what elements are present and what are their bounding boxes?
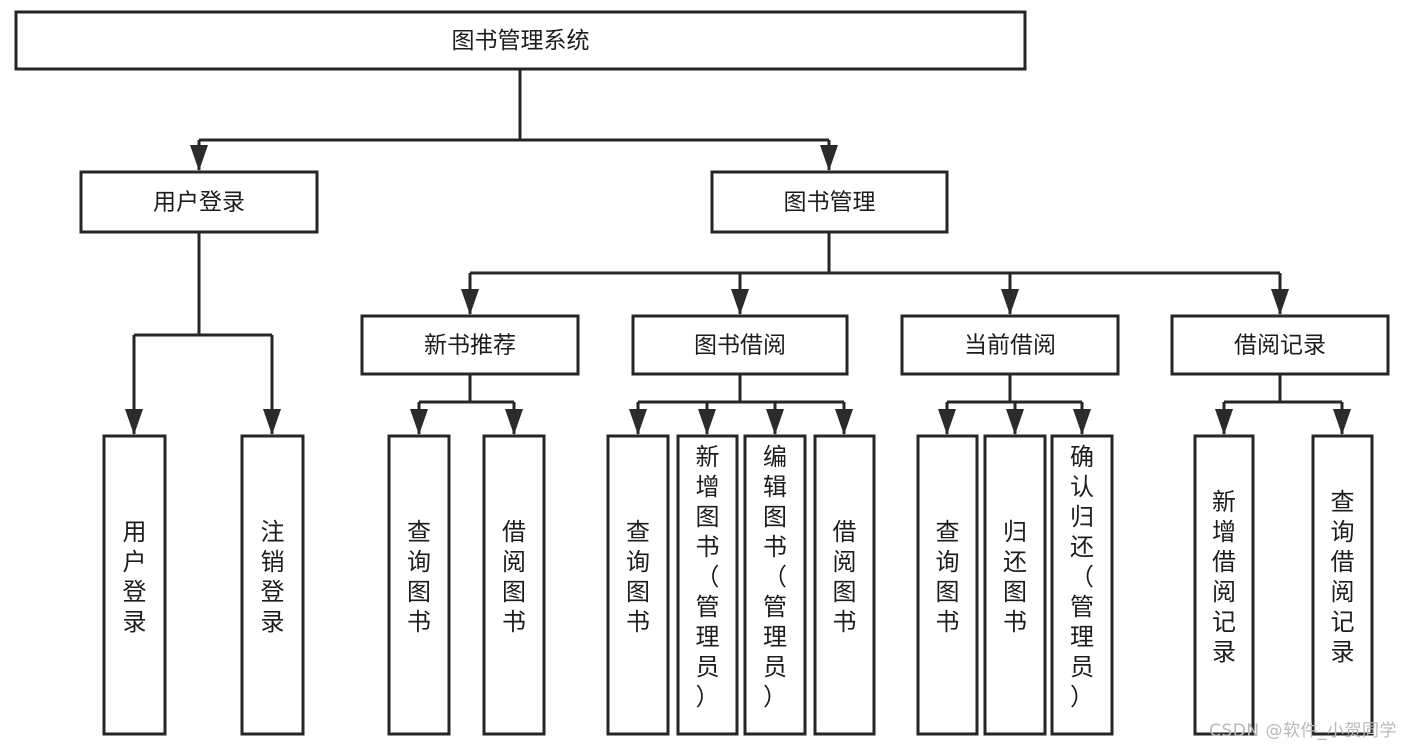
- node-new-book-recommend[interactable]: 新书推荐: [360, 314, 580, 376]
- node-box-current-borrow[interactable]: [900, 314, 1120, 376]
- node-leaf-add-borrow-record[interactable]: 新增借阅记录: [1193, 434, 1255, 736]
- node-box-leaf-user-login[interactable]: [102, 434, 167, 736]
- node-label-borrow-record: 借阅记录: [1234, 333, 1326, 359]
- node-book-manage[interactable]: 图书管理: [710, 170, 949, 234]
- node-box-book-manage[interactable]: [710, 170, 949, 234]
- node-label-leaf-query-borrow-record: 查询借阅记录: [1331, 488, 1355, 666]
- arrow-head-icon: [835, 409, 853, 435]
- node-leaf-logout-login[interactable]: 注销登录: [240, 434, 305, 736]
- node-label-user-login: 用户登录: [153, 190, 245, 216]
- node-leaf-borrow-book-rec[interactable]: 借阅图书: [482, 434, 546, 736]
- arrow-head-icon: [1001, 289, 1019, 315]
- arrow-head-icon: [190, 145, 208, 171]
- arrow-head-icon: [731, 289, 749, 315]
- node-box-book-borrow[interactable]: [631, 314, 849, 376]
- node-leaf-query-book-current[interactable]: 查询图书: [916, 434, 979, 736]
- node-label-new-book-recommend: 新书推荐: [424, 333, 516, 359]
- node-box-leaf-edit-book-admin[interactable]: [743, 434, 807, 736]
- node-box-leaf-query-book-borrow[interactable]: [606, 434, 670, 736]
- arrow-head-icon: [125, 409, 143, 435]
- node-box-leaf-add-book-admin[interactable]: [676, 434, 739, 736]
- arrow-head-icon: [461, 289, 479, 315]
- node-current-borrow[interactable]: 当前借阅: [900, 314, 1120, 376]
- node-label-current-borrow: 当前借阅: [964, 333, 1056, 359]
- watermark-label: CSDN @软件_小贺同学: [1209, 721, 1397, 741]
- node-leaf-query-book-rec[interactable]: 查询图书: [387, 434, 451, 736]
- node-label-leaf-logout-login: 注销登录: [261, 518, 285, 636]
- node-box-leaf-query-book-rec[interactable]: [387, 434, 451, 736]
- arrow-head-icon: [820, 145, 838, 171]
- node-leaf-query-book-borrow[interactable]: 查询图书: [606, 434, 670, 736]
- node-label-leaf-edit-book-admin: 编辑图书（管理员）: [763, 443, 787, 711]
- arrow-head-icon: [938, 409, 956, 435]
- node-leaf-add-book-admin[interactable]: 新增图书（管理员）: [676, 434, 739, 736]
- node-box-leaf-borrow-book-rec[interactable]: [482, 434, 546, 736]
- node-leaf-user-login[interactable]: 用户登录: [102, 434, 167, 736]
- node-label-leaf-borrow-book: 借阅图书: [833, 518, 857, 636]
- nodes-layer: 图书管理系统用户登录图书管理新书推荐图书借阅当前借阅借阅记录用户登录注销登录查询…: [14, 10, 1390, 736]
- node-borrow-record[interactable]: 借阅记录: [1170, 314, 1390, 376]
- connectors-layer: [125, 69, 1351, 435]
- node-label-root: 图书管理系统: [452, 28, 590, 54]
- arrow-head-icon: [263, 409, 281, 435]
- node-leaf-query-borrow-record[interactable]: 查询借阅记录: [1311, 434, 1374, 736]
- node-label-leaf-return-book: 归还图书: [1003, 518, 1027, 636]
- arrow-head-icon: [505, 409, 523, 435]
- node-label-leaf-add-borrow-record: 新增借阅记录: [1212, 488, 1236, 666]
- node-label-leaf-add-book-admin: 新增图书（管理员）: [696, 443, 720, 711]
- node-box-new-book-recommend[interactable]: [360, 314, 580, 376]
- node-label-leaf-query-book-rec: 查询图书: [407, 518, 431, 636]
- node-root[interactable]: 图书管理系统: [14, 10, 1027, 71]
- node-label-leaf-confirm-return-admin: 确认归还（管理员）: [1070, 443, 1094, 711]
- node-label-leaf-user-login: 用户登录: [123, 518, 147, 636]
- arrow-head-icon: [766, 409, 784, 435]
- node-user-login[interactable]: 用户登录: [79, 170, 319, 234]
- arrow-head-icon: [698, 409, 716, 435]
- node-box-user-login[interactable]: [79, 170, 319, 234]
- node-box-leaf-return-book[interactable]: [983, 434, 1047, 736]
- arrow-head-icon: [410, 409, 428, 435]
- arrow-head-icon: [1006, 409, 1024, 435]
- node-label-book-manage: 图书管理: [784, 190, 876, 216]
- arrow-head-icon: [1215, 409, 1233, 435]
- node-label-book-borrow: 图书借阅: [694, 333, 786, 359]
- node-box-leaf-query-book-current[interactable]: [916, 434, 979, 736]
- node-leaf-edit-book-admin[interactable]: 编辑图书（管理员）: [743, 434, 807, 736]
- node-box-leaf-add-borrow-record[interactable]: [1193, 434, 1255, 736]
- node-box-leaf-query-borrow-record[interactable]: [1311, 434, 1374, 736]
- node-box-leaf-borrow-book[interactable]: [813, 434, 876, 736]
- node-box-leaf-confirm-return-admin[interactable]: [1050, 434, 1114, 736]
- node-box-leaf-logout-login[interactable]: [240, 434, 305, 736]
- arrow-head-icon: [1333, 409, 1351, 435]
- node-label-leaf-query-book-borrow: 查询图书: [626, 518, 650, 636]
- node-leaf-return-book[interactable]: 归还图书: [983, 434, 1047, 736]
- arrow-head-icon: [629, 409, 647, 435]
- node-box-borrow-record[interactable]: [1170, 314, 1390, 376]
- node-label-leaf-borrow-book-rec: 借阅图书: [502, 518, 526, 636]
- node-book-borrow[interactable]: 图书借阅: [631, 314, 849, 376]
- node-leaf-confirm-return-admin[interactable]: 确认归还（管理员）: [1050, 434, 1114, 736]
- node-label-leaf-query-book-current: 查询图书: [936, 518, 960, 636]
- node-leaf-borrow-book[interactable]: 借阅图书: [813, 434, 876, 736]
- arrow-head-icon: [1073, 409, 1091, 435]
- node-box-root[interactable]: [14, 10, 1027, 71]
- arrow-head-icon: [1271, 289, 1289, 315]
